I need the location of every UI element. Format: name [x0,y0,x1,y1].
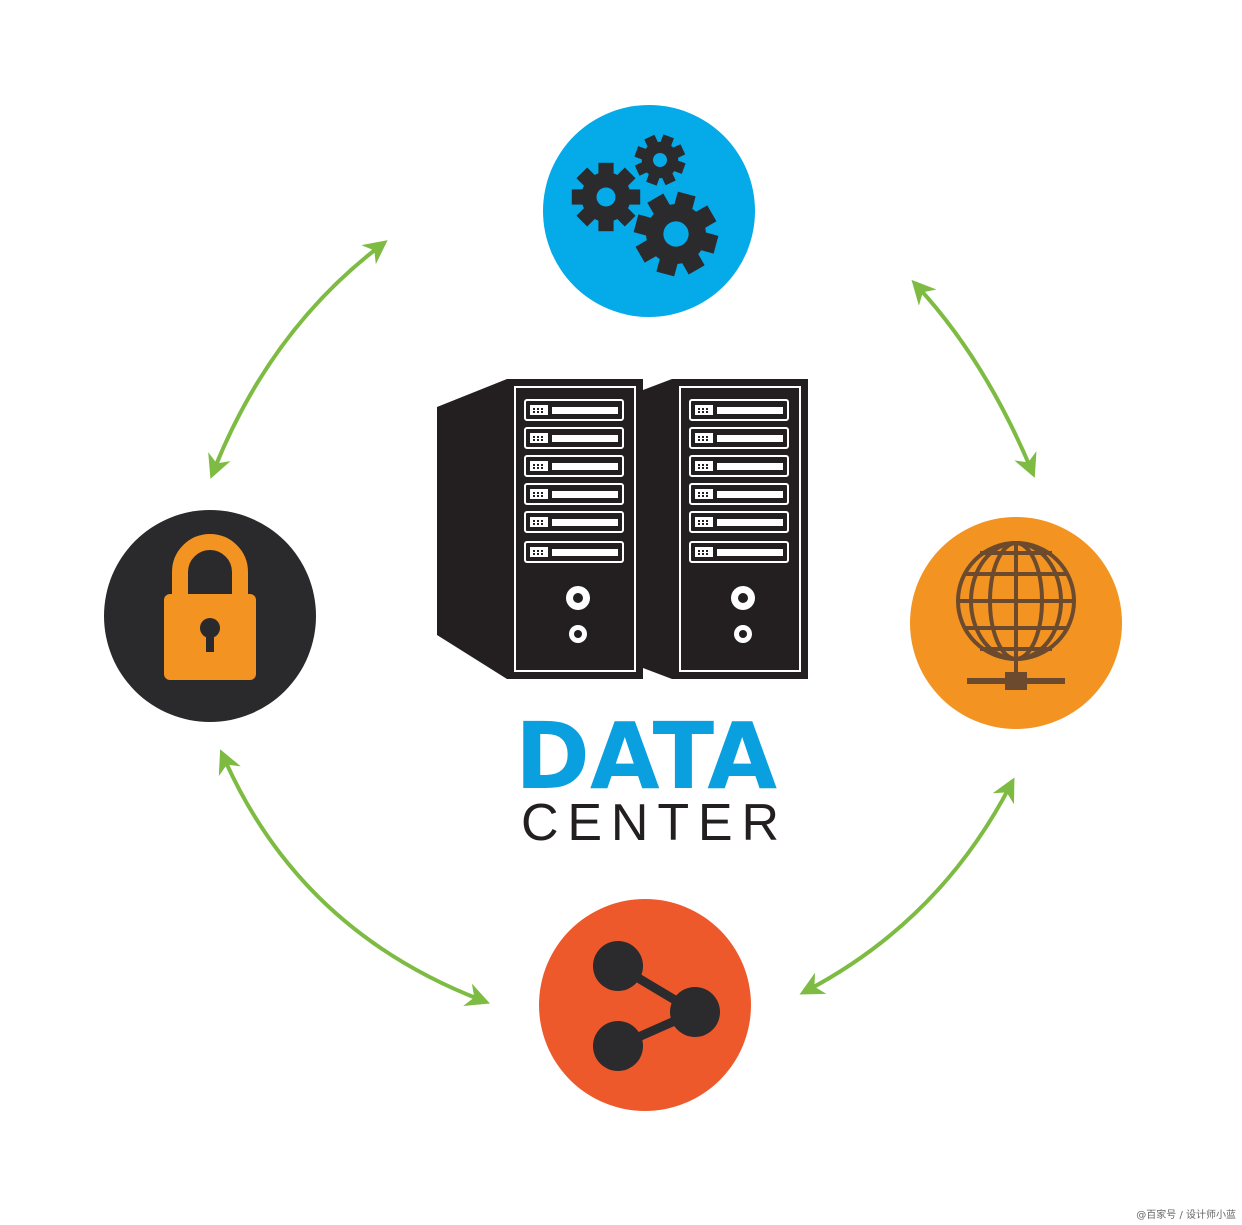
share-icon [593,941,720,1071]
server-racks-icon [437,379,808,679]
arrow-globe-share [799,777,1015,995]
arrow-gears-globe [911,279,1037,478]
watermark: @百家号 / 设计师小蓝 [1136,1208,1236,1221]
connection-arrows [208,240,1037,1006]
lock-node [104,510,316,722]
gears-icon [571,127,727,285]
share-node [539,899,751,1111]
padlock-icon [164,534,256,680]
arrow-lock-gears [208,240,388,479]
arrow-share-lock [218,749,490,1006]
title-data: DATA [515,703,777,810]
gears-node [543,105,755,317]
network-globe-node [910,517,1122,729]
network-globe-icon [956,541,1076,690]
